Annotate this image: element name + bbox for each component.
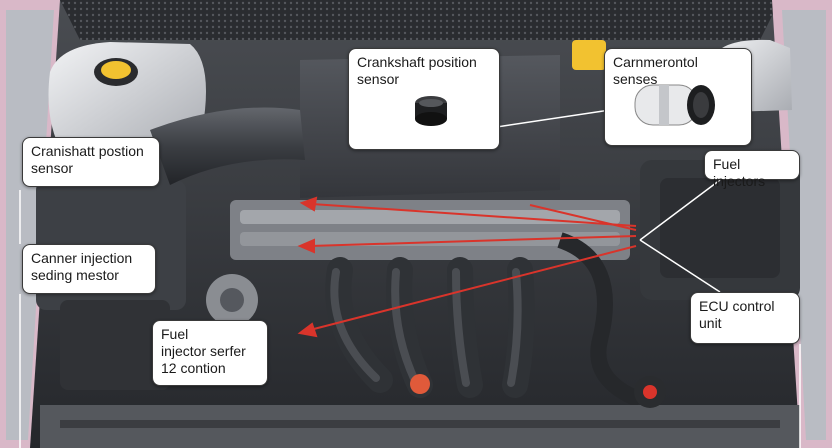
callout-text: sensor <box>357 71 400 87</box>
yellow-cap <box>572 40 606 70</box>
callout-text: injector serfer <box>161 343 246 359</box>
right-inner-panel <box>782 10 826 440</box>
callout-text: seding mestor <box>31 267 119 283</box>
callout-text: sensor <box>31 160 74 176</box>
oil-cap <box>410 374 430 394</box>
callout-text: Crankshaft position <box>357 54 477 70</box>
pointer-lines <box>297 196 637 338</box>
callout-crankshaft-position-sensor-top: Crankshaft position sensor <box>348 48 500 150</box>
callout-text: Fuel injectors <box>713 156 766 189</box>
callout-text: Canner injection <box>31 250 133 266</box>
callout-text: unit <box>699 315 722 331</box>
callout-text: Fuel <box>161 326 189 342</box>
hose <box>557 232 644 408</box>
intake-pipe <box>150 107 305 185</box>
callout-canner-injection: Canner injection seding mestor <box>22 244 156 294</box>
callout-ecu-control-unit: ECU control unit <box>690 292 800 344</box>
callout-text: Cranishatt postion <box>31 143 144 159</box>
callout-fuel-injector-sensor: Fuel injector serfer 12 contion <box>152 320 268 386</box>
crankshaft-sensor-icon <box>415 96 447 126</box>
callout-text: Carnmerontol senses <box>613 54 698 87</box>
leader-lines <box>19 109 801 448</box>
callout-text: 12 contion <box>161 360 226 376</box>
left-inner-panel <box>6 10 54 440</box>
firewall-mesh <box>60 0 780 40</box>
callout-crankshaft-position-sensor-left: Cranishatt postion sensor <box>22 137 160 187</box>
callout-fuel-injectors: Fuel injectors <box>704 150 800 189</box>
camshaft-sensor-icon <box>634 84 715 126</box>
callout-camshaft-sensor: Carnmerontol senses <box>604 48 752 146</box>
callout-text: ECU control <box>699 298 775 314</box>
